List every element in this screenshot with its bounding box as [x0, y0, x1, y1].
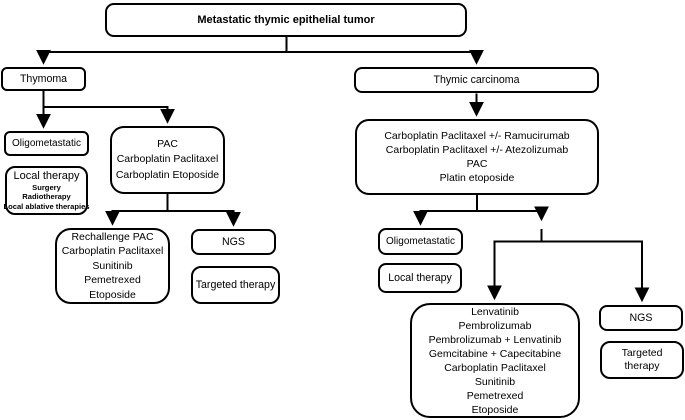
- secondline-line: Etoposide: [471, 403, 519, 416]
- connector-pac-split: [105, 194, 241, 227]
- node-targeted-therapy-thymoma: Targeted therapy: [191, 266, 280, 304]
- node-local-therapy-carcinoma: Local therapy: [378, 263, 462, 293]
- rechallenge-line: Etoposide: [89, 288, 136, 301]
- rechallenge-line: Pemetrexed: [84, 274, 141, 287]
- node-ngs-thymoma-label: NGS: [222, 236, 245, 248]
- node-targeted-therapy-carcinoma: Targeted therapy: [600, 341, 684, 379]
- carcinoma-tx-line: Carboplatin Paclitaxel +/- Ramucirumab: [384, 129, 570, 142]
- rechallenge-line: Rechallenge PAC: [71, 230, 154, 243]
- node-local-therapy-title: Local therapy: [13, 169, 80, 182]
- carcinoma-tx-line: Platin etoposide: [439, 172, 515, 185]
- node-thymoma: Thymoma: [1, 67, 86, 91]
- pac-line: Carboplatin Etoposide: [115, 168, 220, 181]
- targeted-therapy-carcinoma-line: therapy: [624, 360, 660, 372]
- node-thymic-carcinoma: Thymic carcinoma: [354, 67, 599, 93]
- node-oligometastatic-carcinoma-label: Oligometastatic: [386, 235, 455, 247]
- node-ngs-thymoma: NGS: [191, 229, 276, 255]
- node-oligometastatic-thymoma-label: Oligometastatic: [12, 137, 81, 149]
- carcinoma-tx-line: Carboplatin Paclitaxel +/- Atezolizumab: [385, 143, 569, 156]
- node-targeted-therapy-thymoma-label: Targeted therapy: [195, 279, 276, 291]
- local-therapy-item-ablative: Local ablative therapies: [3, 201, 90, 211]
- node-thymoma-label: Thymoma: [19, 73, 68, 85]
- rechallenge-line: Sunitinib: [92, 259, 133, 272]
- secondline-line: Pembrolizumab: [458, 319, 532, 332]
- pac-line: Carboplatin Paclitaxel: [116, 153, 219, 166]
- node-oligometastatic-carcinoma: Oligometastatic: [378, 228, 463, 255]
- targeted-therapy-carcinoma-line: Targeted: [621, 347, 663, 359]
- connector-systemic-fork: [487, 229, 650, 303]
- secondline-line: Pembrolizumab + Lenvatinib: [428, 333, 562, 346]
- node-carcinoma-firstline: Carboplatin Paclitaxel +/- Ramucirumab C…: [355, 119, 599, 195]
- secondline-line: Pemetrexed: [466, 389, 524, 402]
- node-ngs-carcinoma: NGS: [599, 305, 683, 331]
- rechallenge-line: Carboplatin Paclitaxel: [61, 245, 164, 258]
- secondline-line: Sunitinib: [474, 375, 516, 388]
- node-rechallenge-secondline: Rechallenge PAC Carboplatin Paclitaxel S…: [55, 228, 170, 304]
- node-root: Metastatic thymic epithelial tumor: [105, 3, 467, 37]
- connector-root-split: [36, 37, 484, 65]
- local-therapy-item-surgery: Surgery: [32, 182, 61, 192]
- secondline-line: Carboplatin Paclitaxel: [444, 361, 546, 374]
- node-thymic-carcinoma-label: Thymic carcinoma: [433, 74, 520, 86]
- secondline-line: Gemcitabine + Capecitabine: [428, 347, 562, 360]
- pac-line: PAC: [157, 137, 178, 150]
- carcinoma-tx-line: PAC: [466, 158, 488, 170]
- local-therapy-item-radiotherapy: Radiotherapy: [22, 192, 71, 202]
- node-oligometastatic-thymoma: Oligometastatic: [4, 131, 89, 156]
- connector-carcinoma-tx-split: [413, 195, 549, 226]
- node-carcinoma-secondline: Lenvatinib Pembrolizumab Pembrolizumab +…: [410, 303, 580, 418]
- node-root-label: Metastatic thymic epithelial tumor: [197, 14, 375, 26]
- node-local-therapy-carcinoma-label: Local therapy: [388, 272, 452, 284]
- node-pac-firstline: PAC Carboplatin Paclitaxel Carboplatin E…: [110, 126, 225, 194]
- secondline-line: Lenvatinib: [471, 305, 519, 318]
- node-local-therapy-thymoma: Local therapy Surgery Radiotherapy Local…: [3, 166, 90, 215]
- connector-thymoma-split: [36, 91, 175, 129]
- node-ngs-carcinoma-label: NGS: [629, 312, 653, 324]
